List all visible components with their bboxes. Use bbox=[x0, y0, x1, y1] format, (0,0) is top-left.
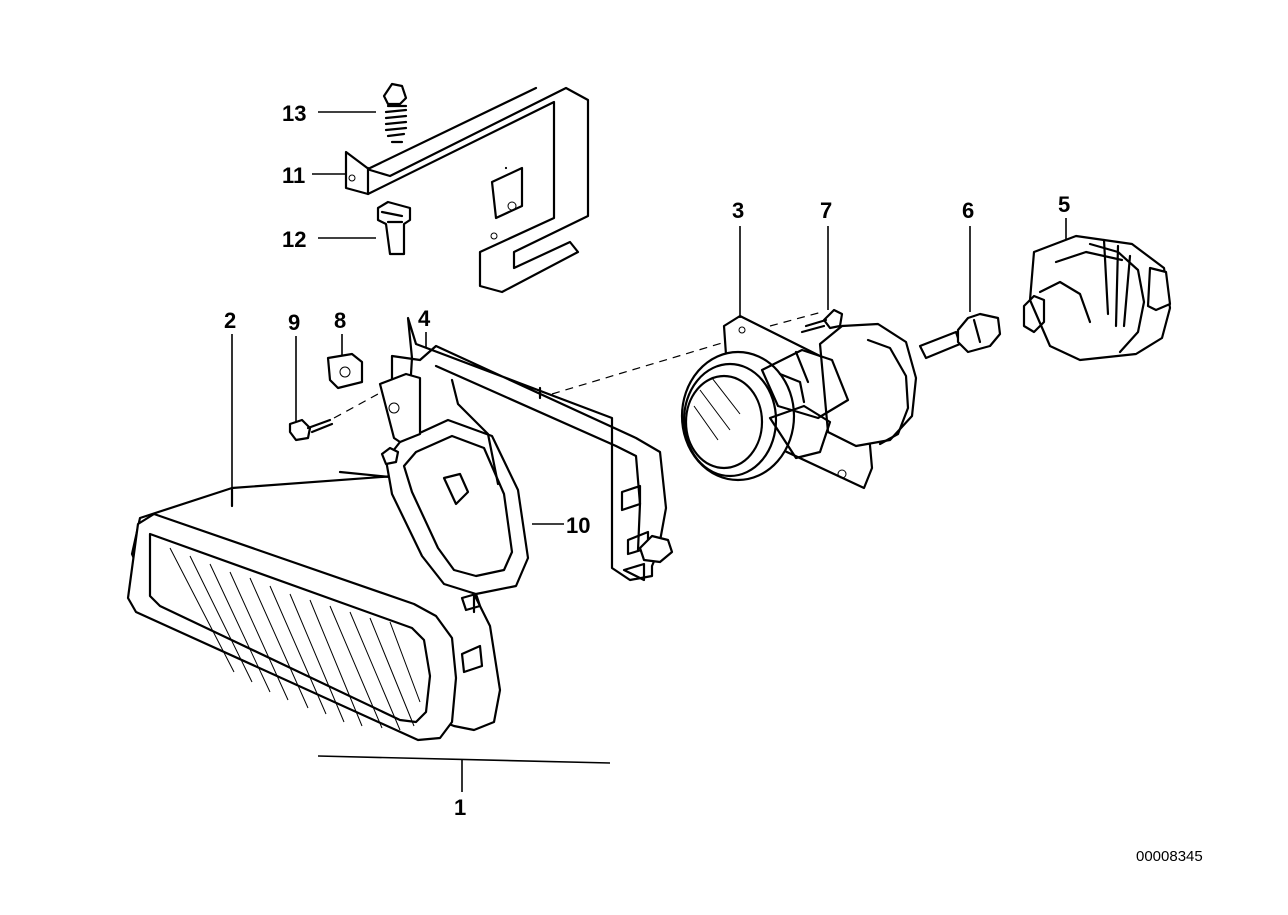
label-1: 1 bbox=[454, 795, 466, 820]
label-3: 3 bbox=[732, 198, 744, 223]
label-5: 5 bbox=[1058, 192, 1070, 217]
part-5-bulb-socket[interactable] bbox=[1022, 234, 1172, 362]
part-number-labels: 13 11 12 2 9 8 4 3 7 6 5 10 1 bbox=[224, 101, 1070, 820]
part-2-fog-lamp-housing[interactable] bbox=[126, 470, 502, 742]
label-9: 9 bbox=[288, 310, 300, 335]
part-13-screw[interactable] bbox=[382, 82, 408, 144]
drawing-number: 00008345 bbox=[1136, 848, 1203, 865]
part-8-clip[interactable] bbox=[326, 352, 364, 390]
part-10-gasket[interactable] bbox=[384, 418, 530, 596]
label-13: 13 bbox=[282, 101, 306, 126]
label-6: 6 bbox=[962, 198, 974, 223]
label-8: 8 bbox=[334, 308, 346, 333]
label-7: 7 bbox=[820, 198, 832, 223]
label-11: 11 bbox=[282, 163, 305, 188]
part-7-screw[interactable] bbox=[800, 308, 844, 334]
assembly-axis-line bbox=[551, 333, 753, 395]
part-3-projector-unit[interactable] bbox=[680, 314, 918, 490]
part-11-bracket[interactable] bbox=[344, 86, 590, 294]
part-4-frame[interactable] bbox=[378, 316, 674, 582]
label-4: 4 bbox=[418, 306, 431, 331]
leader-lines bbox=[231, 111, 1067, 792]
screw-axis-line bbox=[769, 311, 823, 327]
part-9-screw[interactable] bbox=[288, 393, 379, 442]
part-12-clip-nut[interactable] bbox=[376, 200, 412, 256]
label-12: 12 bbox=[282, 227, 306, 252]
part-6-bulb[interactable] bbox=[918, 312, 1002, 360]
label-10: 10 bbox=[566, 513, 590, 538]
label-2: 2 bbox=[224, 308, 236, 333]
